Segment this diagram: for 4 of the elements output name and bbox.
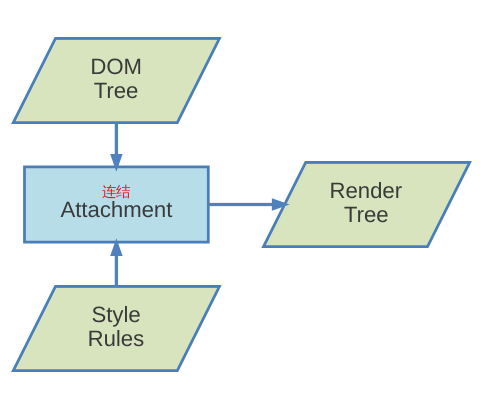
node-box: 连结 Attachment	[23, 164, 210, 244]
arrow	[110, 122, 123, 172]
arrow	[208, 198, 290, 210]
arrow	[110, 238, 123, 286]
